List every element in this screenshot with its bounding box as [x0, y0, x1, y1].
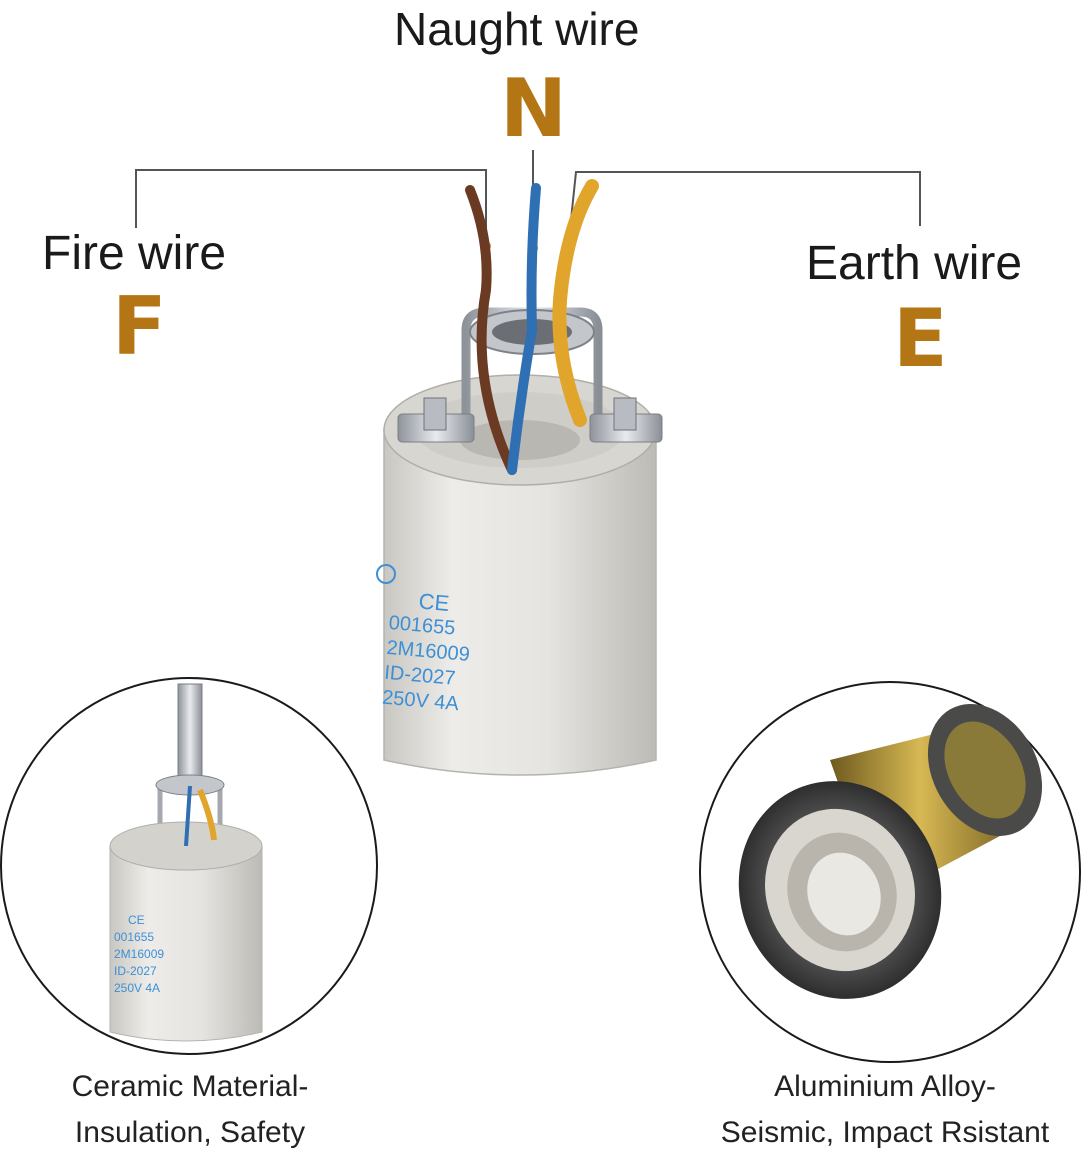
socket-marking-text: CE 001655 2M16009 ID-2027 250V 4A — [381, 586, 475, 718]
small-socket-marking-text: CE 001655 2M16009 ID-2027 250V 4A — [114, 912, 164, 997]
brown-wire — [465, 185, 517, 475]
ceramic-caption-line1: Ceramic Material- — [71, 1070, 309, 1103]
earth-connector-line — [567, 171, 921, 249]
blue-wire — [507, 183, 541, 475]
ceramic-caption-line2: Insulation, Safety — [74, 1116, 306, 1149]
fire-letter: F — [112, 280, 167, 373]
wires — [465, 179, 599, 475]
naught-wire-label: Naught wire — [394, 3, 640, 55]
small-marking-line-1: 001655 — [114, 930, 155, 944]
fire-wire-label: Fire wire — [42, 227, 227, 280]
small-marking-ce: CE — [128, 913, 145, 927]
small-marking-line-3: ID-2027 — [114, 964, 157, 978]
small-marking-line-2: 2M16009 — [114, 947, 165, 961]
aluminium-detail-holder — [738, 704, 1043, 999]
aluminium-caption: Aluminium Alloy- Seismic, Impact Rsistan… — [690, 1064, 1080, 1156]
fire-connector-line — [135, 169, 487, 244]
ceramic-detail-socket — [109, 683, 263, 1042]
earth-letter: E — [893, 292, 948, 385]
neutral-letter: N — [500, 62, 567, 155]
earth-wire-label: Earth wire — [806, 237, 1023, 290]
connector-lines — [135, 150, 921, 249]
aluminium-caption-line1: Aluminium Alloy- — [774, 1070, 996, 1103]
yellow-wire — [552, 179, 599, 427]
aluminium-caption-line2: Seismic, Impact Rsistant — [720, 1116, 1050, 1149]
ceramic-caption: Ceramic Material- Insulation, Safety — [10, 1064, 370, 1156]
small-marking-line-4: 250V 4A — [114, 981, 161, 995]
socket-markings — [376, 564, 396, 584]
